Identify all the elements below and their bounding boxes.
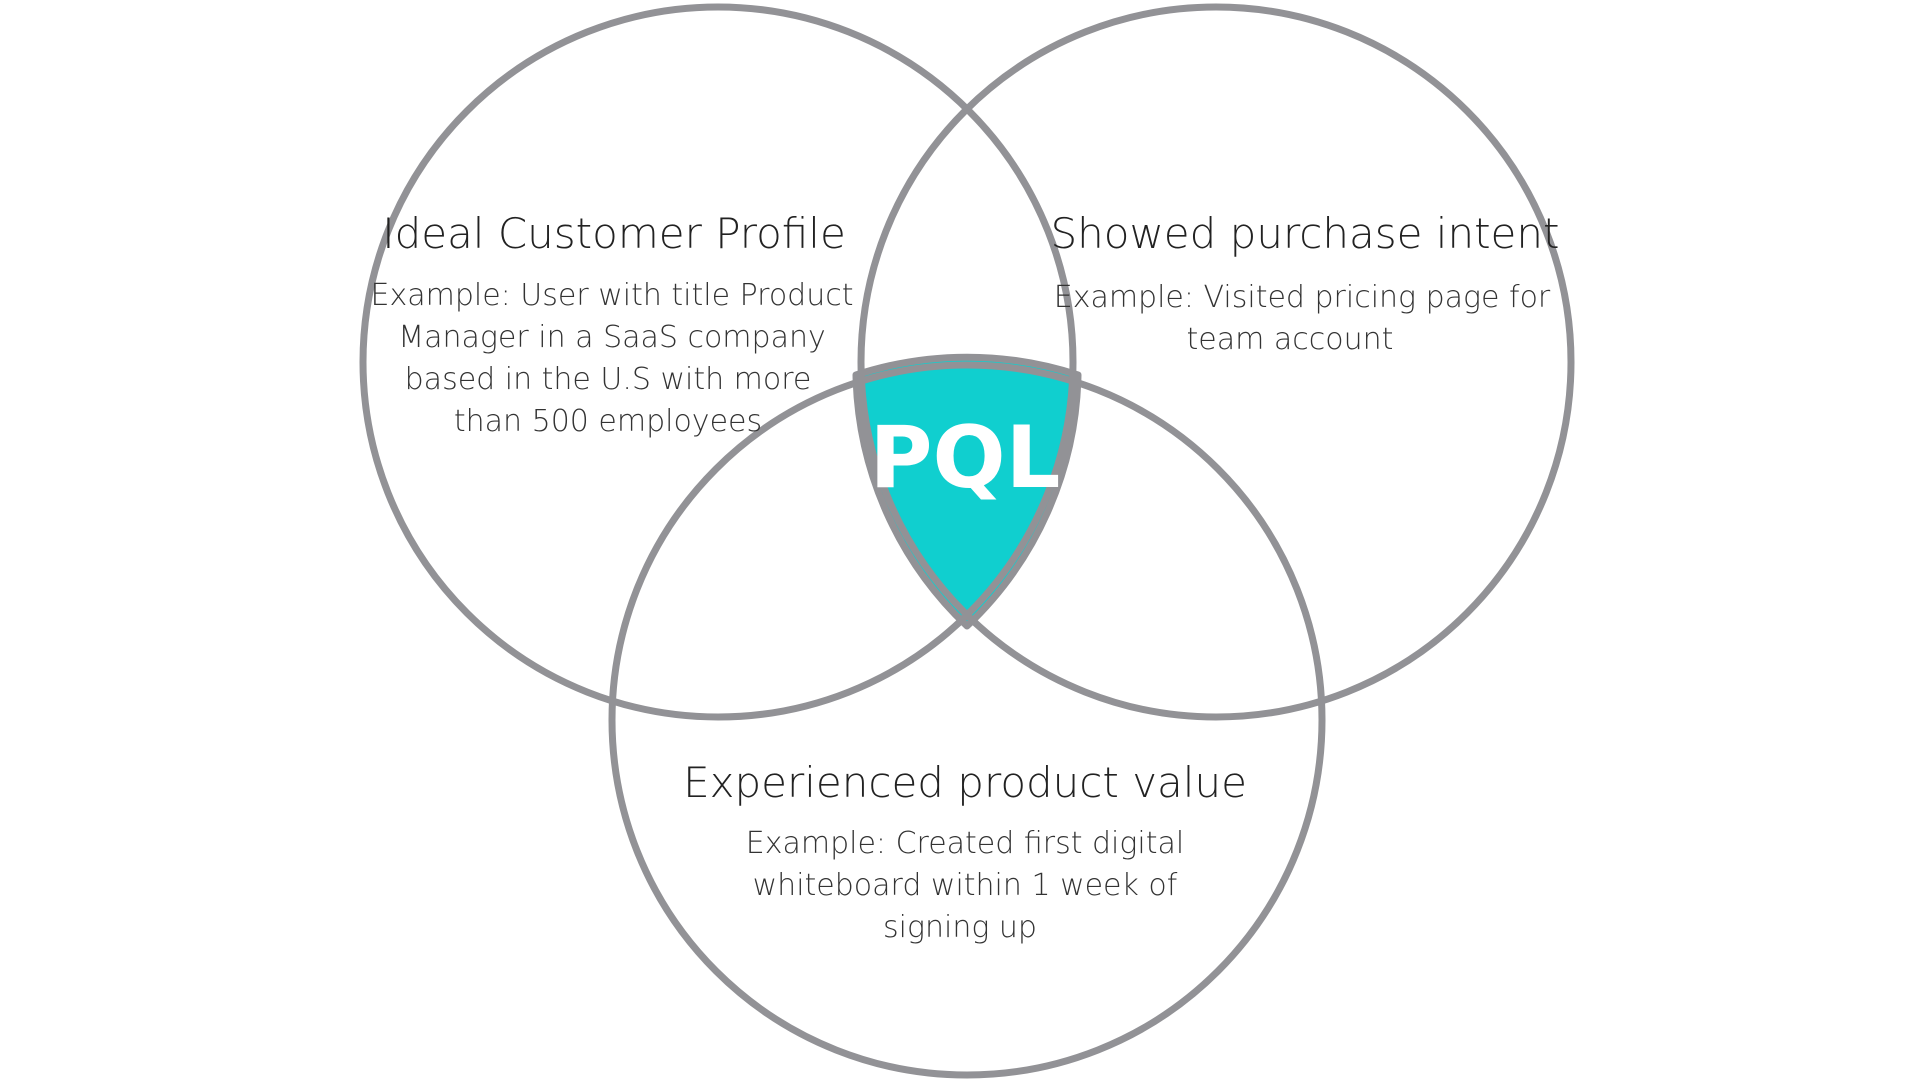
pql-label: PQL: [870, 408, 1061, 508]
product-value-circle: [608, 361, 1326, 1079]
ideal-customer-profile-example-line: than 500 employees: [454, 404, 762, 439]
ideal-customer-profile-title: Ideal Customer Profile: [382, 209, 846, 258]
purchase-intent-circle: [857, 3, 1575, 721]
product-value-example-line: whiteboard within 1 week of: [753, 868, 1178, 903]
ideal-customer-profile-example-line: based in the U.S with more: [405, 362, 812, 397]
product-value-title: Experienced product value: [683, 758, 1247, 807]
purchase-intent-title: Showed purchase intent: [1050, 209, 1559, 258]
purchase-intent-example-line: team account: [1187, 322, 1394, 357]
pql-intersection-region: [852, 353, 1082, 630]
ideal-customer-profile-circle: [359, 3, 1077, 721]
purchase-intent-example-line: Example: Visited pricing page for: [1054, 280, 1551, 315]
product-value-example-line: Example: Created first digital: [746, 826, 1184, 861]
product-value-example-line: signing up: [883, 910, 1037, 945]
ideal-customer-profile-example-line: Manager in a SaaS company: [398, 320, 825, 355]
ideal-customer-profile-example-line: Example: User with title Product: [371, 278, 854, 313]
